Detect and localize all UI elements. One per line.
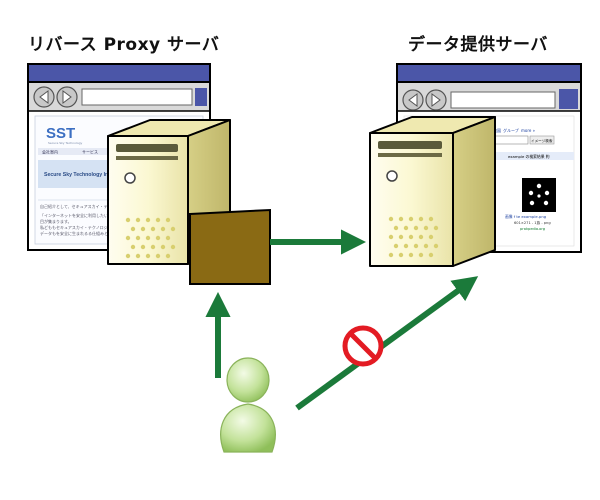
site-logo-sub: Secure Sky Technology xyxy=(48,141,83,145)
body-line-3: 目が集まります。 xyxy=(40,218,72,224)
result-summary: example の検索結果 約 xyxy=(508,154,550,159)
result-url: prakpedia.org xyxy=(520,227,545,231)
body-line-2: 「インターネットを安全に利用したい」という xyxy=(40,212,124,218)
thumbnail-dots xyxy=(528,183,550,206)
forward-icon[interactable] xyxy=(425,89,447,111)
prohibited-icon xyxy=(342,325,384,367)
server-vent-holes xyxy=(388,216,439,258)
user-icon xyxy=(220,357,276,453)
site-nav-2[interactable]: サービス xyxy=(82,149,98,155)
back-icon[interactable] xyxy=(33,86,55,108)
forward-icon[interactable] xyxy=(56,86,78,108)
go-button[interactable] xyxy=(559,89,578,109)
company-name: Secure Sky Technology Inc. xyxy=(44,172,113,178)
body-line-1: 自己紹介として、セキュアスカイ・テクノロジー xyxy=(40,203,127,209)
image-search-button-label: イメージ検索 xyxy=(531,138,553,143)
proxy-server-title: リバース Proxy サーバ xyxy=(28,35,220,55)
go-button[interactable] xyxy=(195,88,207,106)
data-server-icon xyxy=(369,116,496,267)
search-nav-groups[interactable]: グループ xyxy=(503,127,519,133)
address-bar[interactable] xyxy=(81,88,193,106)
search-nav-more[interactable]: more » xyxy=(521,128,536,133)
server-vent-holes xyxy=(125,217,176,259)
proxy-box xyxy=(189,208,271,285)
search-nav-maps[interactable]: 地図 xyxy=(493,127,501,133)
image-search-button[interactable] xyxy=(529,135,555,145)
back-icon[interactable] xyxy=(402,89,424,111)
user-to-server-blocked-arrow xyxy=(295,276,479,411)
address-bar[interactable] xyxy=(450,91,556,109)
body-line-5: データもを安全に生まれるる仕組みとして、 xyxy=(40,230,120,236)
data-server-title: データ提供サーバ xyxy=(408,35,548,55)
body-line-4: 私どももセキュアスカイ・テクノロジーは「 xyxy=(40,224,120,230)
result-size: 601×271 - 1族 - png xyxy=(514,220,551,225)
site-nav-1[interactable]: 会社案内 xyxy=(42,149,58,155)
site-logo: SST xyxy=(46,125,75,142)
result-caption[interactable]: 画像 f te example.png xyxy=(505,214,547,219)
